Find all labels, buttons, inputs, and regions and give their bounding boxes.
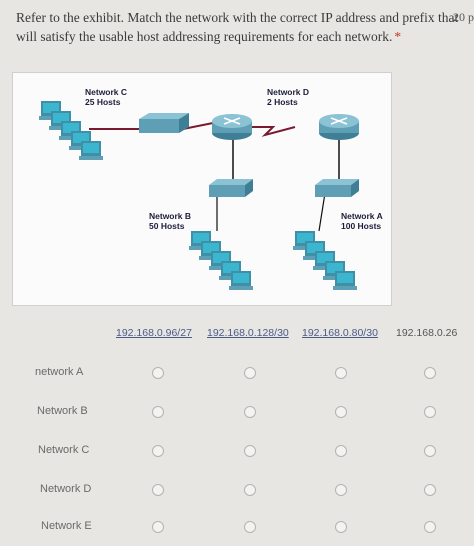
switch-b-icon (209, 179, 253, 197)
exhibit-diagram: Network C 25 Hosts Network D 2 Hosts Net… (12, 72, 392, 306)
switch-a-icon (315, 179, 359, 197)
radio-c-1[interactable] (152, 445, 164, 457)
router-1-icon (212, 114, 252, 140)
radio-c-3[interactable] (335, 445, 347, 457)
radio-d-2[interactable] (244, 484, 256, 496)
row-label-network-d: Network D (40, 483, 92, 495)
radio-c-4[interactable] (424, 445, 436, 457)
row-label-network-a: network A (35, 366, 84, 378)
radio-d-3[interactable] (335, 484, 347, 496)
question-line-1: Refer to the exhibit. Match the network … (16, 10, 459, 25)
network-a-label: Network A 100 Hosts (341, 211, 383, 231)
points-label: 20 p (453, 10, 474, 24)
network-b-label: Network B 50 Hosts (149, 211, 191, 231)
network-c-hosts: 25 Hosts (85, 97, 121, 107)
network-c-name: Network C (85, 87, 128, 97)
network-c-label: Network C 25 Hosts (85, 87, 127, 107)
pc-stack-b-icon (189, 231, 253, 290)
router-2-icon (319, 114, 359, 140)
question-text: Refer to the exhibit. Match the network … (16, 8, 459, 46)
network-a-hosts: 100 Hosts (341, 221, 382, 231)
row-label-network-c: Network C (38, 444, 90, 456)
radio-e-4[interactable] (424, 521, 436, 533)
network-d-label: Network D 2 Hosts (267, 87, 309, 107)
radio-a-4[interactable] (424, 367, 436, 379)
row-label-network-b: Network B (37, 405, 88, 417)
row-label-network-e: Network E (41, 520, 92, 532)
question-line-2: will satisfy the usable host addressing … (16, 29, 393, 44)
radio-d-1[interactable] (152, 484, 164, 496)
network-a-name: Network A (341, 211, 383, 221)
link-switcha-pcs (318, 192, 326, 232)
radio-e-2[interactable] (244, 521, 256, 533)
radio-a-2[interactable] (244, 367, 256, 379)
network-topology (39, 101, 359, 290)
radio-b-1[interactable] (152, 406, 164, 418)
radio-b-3[interactable] (335, 406, 347, 418)
radio-d-4[interactable] (424, 484, 436, 496)
column-header-row: 192.168.0.96/27 192.168.0.128/30 192.168… (0, 327, 474, 343)
column-header-3: 192.168.0.80/30 (302, 327, 378, 339)
required-marker: * (394, 29, 402, 44)
radio-b-4[interactable] (424, 406, 436, 418)
radio-e-3[interactable] (335, 521, 347, 533)
link-switch-router1 (182, 122, 214, 130)
column-header-4: 192.168.0.26 (396, 327, 458, 339)
network-b-name: Network B (149, 211, 192, 221)
column-header-2: 192.168.0.128/30 (207, 327, 289, 339)
radio-a-1[interactable] (152, 367, 164, 379)
radio-a-3[interactable] (335, 367, 347, 379)
column-header-1: 192.168.0.96/27 (116, 327, 192, 339)
network-d-hosts: 2 Hosts (267, 97, 298, 107)
network-b-hosts: 50 Hosts (149, 221, 185, 231)
radio-c-2[interactable] (244, 445, 256, 457)
pc-stack-c-icon (39, 101, 103, 160)
radio-e-1[interactable] (152, 521, 164, 533)
radio-b-2[interactable] (244, 406, 256, 418)
pc-stack-a-icon (293, 231, 357, 290)
serial-link (251, 126, 296, 137)
switch-c-icon (139, 113, 189, 133)
network-d-name: Network D (267, 87, 310, 97)
